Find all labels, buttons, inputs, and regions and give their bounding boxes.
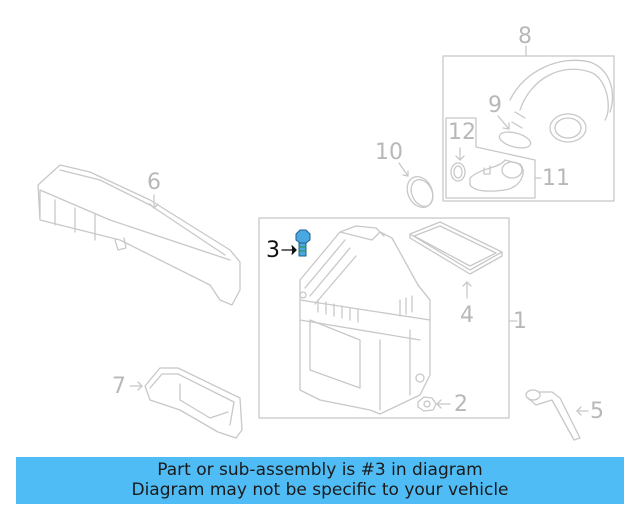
callout-10[interactable]: 10	[375, 140, 403, 165]
callout-11[interactable]: 11	[542, 166, 570, 191]
part-5-hose	[525, 389, 589, 441]
banner-line-disclaimer: Diagram may not be specific to your vehi…	[131, 480, 509, 500]
part-8-box	[442, 45, 615, 202]
part-3-arrow	[281, 245, 297, 255]
callout-2[interactable]: 2	[454, 392, 468, 417]
callout-12[interactable]: 12	[448, 120, 476, 145]
part-11-box	[445, 117, 542, 199]
air-cleaner-assembly-box	[258, 217, 518, 419]
parts-diagram: 1 2 3 4 5 6 7 8 9 10 11 12	[37, 24, 615, 441]
callout-6[interactable]: 6	[147, 170, 161, 195]
part-6-duct	[37, 164, 241, 306]
banner-line-part: Part or sub-assembly is #3 in diagram	[157, 460, 483, 480]
callout-4[interactable]: 4	[460, 303, 474, 328]
callout-5[interactable]: 5	[590, 399, 604, 424]
callout-7[interactable]: 7	[112, 374, 126, 399]
callout-8[interactable]: 8	[518, 24, 532, 49]
part-7-intake	[129, 367, 243, 439]
part-10-clamp	[398, 162, 434, 209]
air-cleaner-housing	[299, 225, 431, 415]
callout-3[interactable]: 3	[266, 238, 280, 263]
callout-9[interactable]: 9	[488, 93, 502, 118]
info-banner: Part or sub-assembly is #3 in diagram Di…	[16, 457, 624, 504]
callout-1[interactable]: 1	[513, 309, 527, 334]
part-3-bolt-highlighted	[295, 229, 311, 257]
part-4-filter	[409, 221, 503, 299]
part-2-nut	[417, 396, 451, 412]
